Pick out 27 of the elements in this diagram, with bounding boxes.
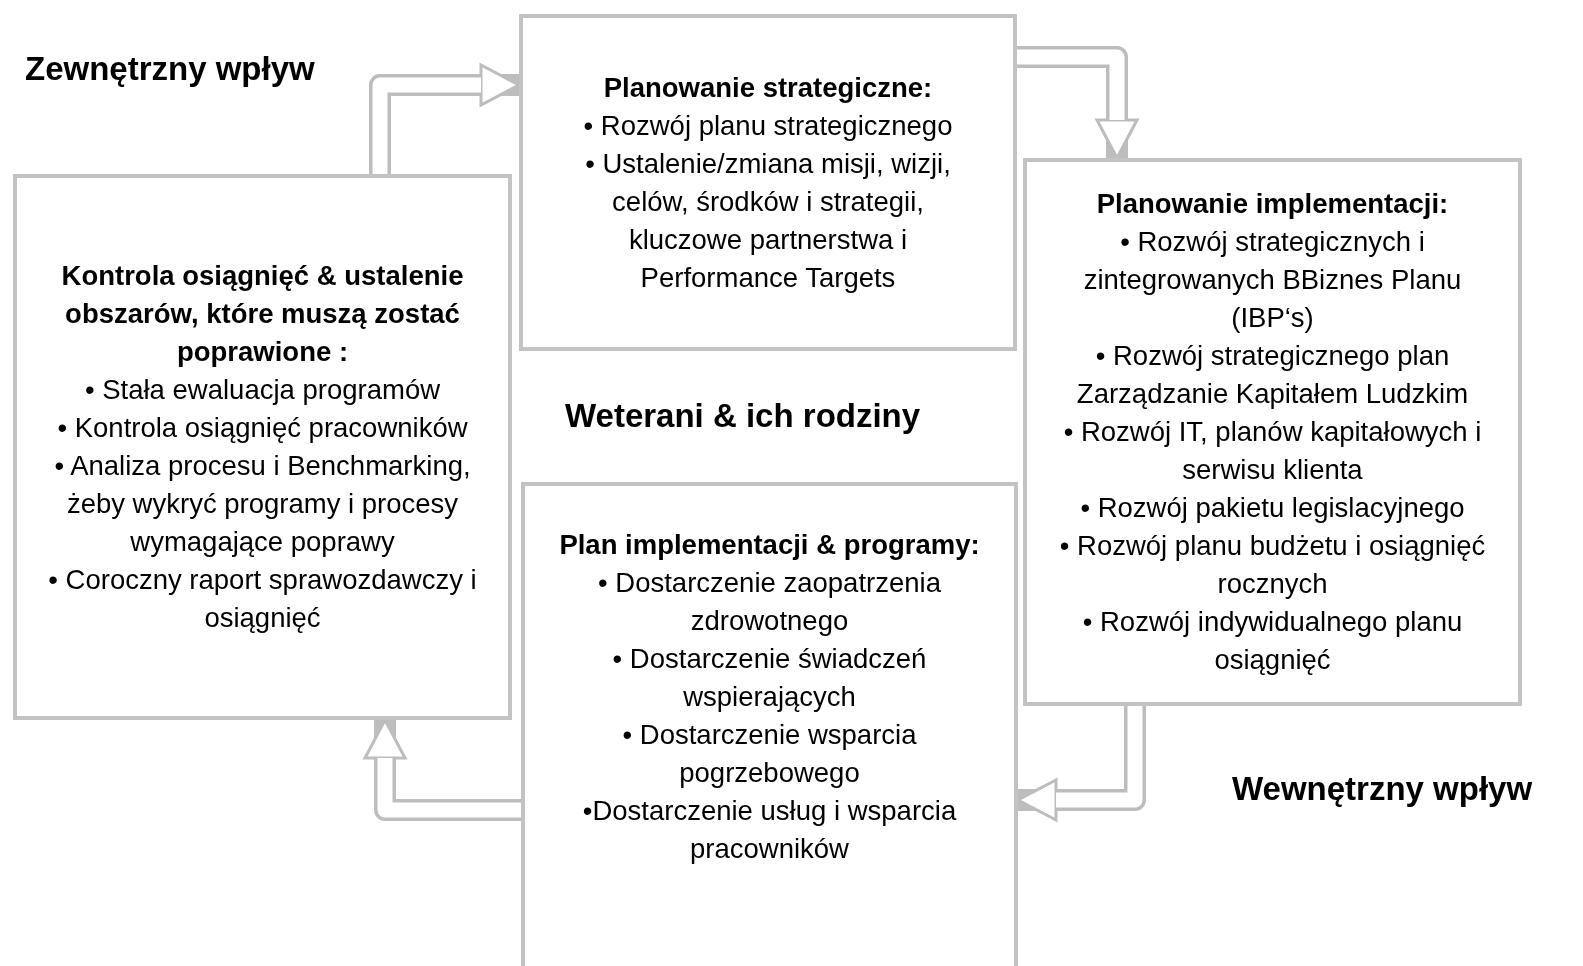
bullet-item: • Rozwój strategicznych i zintegrowanych BBiznes Planu (IBP‘s) [1082, 225, 1463, 335]
box-heading: Planowanie strategiczne: [603, 70, 933, 105]
box-heading: Kontrola osiągnięć & ustalenie obszarów, które muszą zostać poprawione : [60, 259, 465, 369]
center-label: Weterani & ich rodziny [565, 397, 921, 435]
box-heading: Plan implementacji & programy: [559, 528, 980, 562]
bullet-item: • Dostarczenie wsparcia pogrzebowego [621, 718, 918, 790]
bullet-item: • Rozwój planu budżetu i osiągnięć rocznych [1058, 529, 1487, 601]
bullet-item: • Rozwój pakietu legislacyjnego [1080, 491, 1465, 525]
side-label: Wewnętrzny wpływ [1232, 770, 1533, 808]
bullet-item: • Rozwój indywidualnego planu osiągnięć [1081, 605, 1464, 677]
bullet-item: • Dostarczenie świadczeń wspierających [611, 642, 928, 714]
bullet-item: • Rozwój IT, planów kapitałowych i serwisu klienta [1062, 415, 1483, 487]
bullet-item: • Rozwój planu strategicznego [583, 108, 953, 143]
process-box [521, 482, 1018, 966]
bullet-item: • Dostarczenie zaopatrzenia zdrowotnego [597, 566, 942, 638]
process-box [519, 14, 1017, 351]
bullet-item: •Dostarczenie usług i wsparcia pracowników [581, 794, 958, 866]
side-label: Zewnętrzny wpływ [25, 50, 315, 88]
bullet-item: • Analiza procesu i Benchmarking, żeby wykryć programy i procesy wymagające poprawy [53, 449, 472, 559]
bullet-item: • Rozwój strategicznego plan Zarządzanie Kapitałem Ludzkim [1075, 339, 1470, 411]
box-heading: Planowanie implementacji: [1096, 187, 1449, 221]
bullet-item: • Kontrola osiągnięć pracowników [57, 411, 468, 445]
bullet-item: • Stała ewaluacja programów [84, 373, 441, 407]
process-box [13, 174, 512, 720]
process-box [1023, 158, 1522, 706]
bullet-item: • Ustalenie/zmiana misji, wizji, celów, środków i strategii, kluczowe partnerstwa i Performance Targets [584, 146, 952, 295]
bullet-item: • Coroczny raport sprawozdawczy i osiągnięć [47, 563, 478, 635]
